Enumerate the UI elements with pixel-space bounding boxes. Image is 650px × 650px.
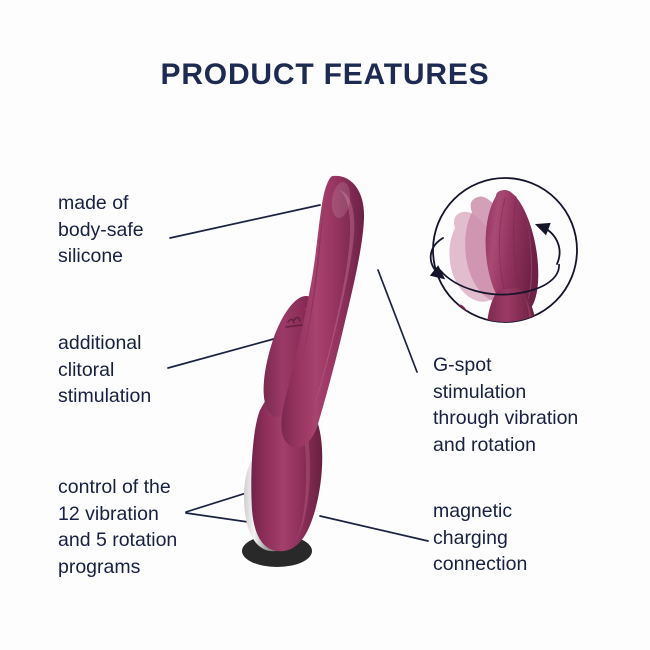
callout-material: made of body-safe silicone [58, 192, 144, 267]
callout-clitoral: additional clitoral stimulation [58, 332, 152, 407]
product-body-group [242, 175, 365, 567]
leader-line-magnetic [319, 515, 429, 542]
inset-head [485, 190, 539, 315]
leader-lines [167, 204, 429, 542]
rotation-arrow-icon [429, 222, 561, 280]
inset-lower-body [486, 288, 537, 322]
page-title: PRODUCT FEATURES [160, 58, 490, 91]
callout-controls: control of the 12 vibration and 5 rotati… [58, 476, 178, 578]
rotation-inset [429, 177, 578, 323]
leader-line-gspot [377, 269, 418, 373]
satisfyer-logo-icon [285, 316, 303, 328]
product-shaft [281, 175, 365, 448]
callout-magnetic: magnetic charging connection [433, 500, 528, 575]
callout-gspot: G-spot stimulation through vibration and… [433, 354, 579, 456]
leader-line-clitoral [167, 336, 282, 369]
leader-line-material [169, 204, 321, 239]
